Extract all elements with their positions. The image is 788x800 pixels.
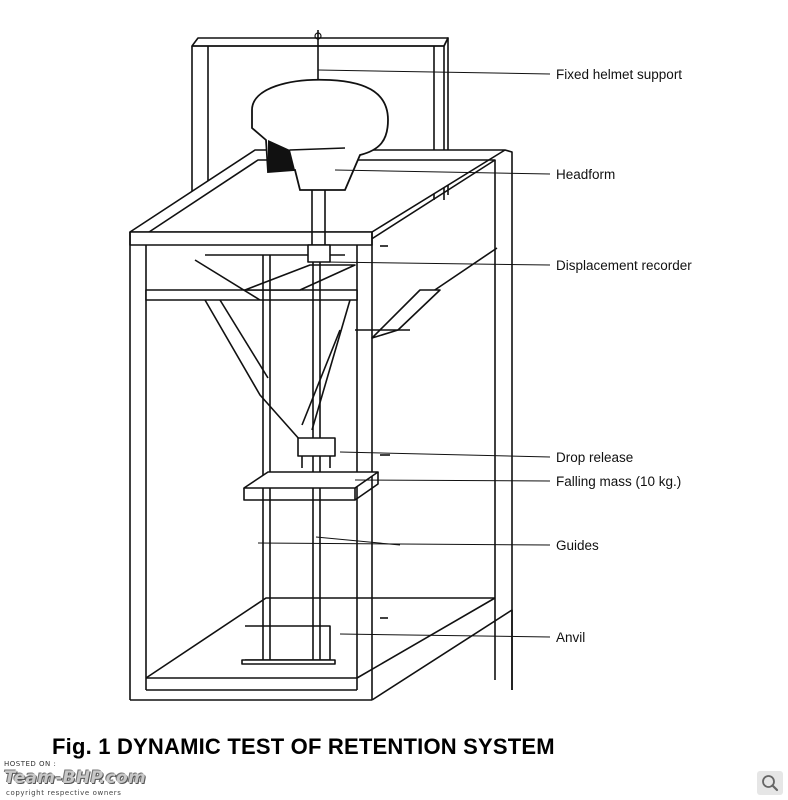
watermark-logo: Team-BHP.com — [4, 768, 146, 788]
zoom-button[interactable] — [757, 771, 783, 795]
label-drop-release: Drop release — [556, 450, 633, 465]
test-rig-frame — [129, 37, 513, 701]
watermark-copyright: copyright respective owners — [6, 789, 122, 797]
watermark: HOSTED ON : Team-BHP.com copyright respe… — [4, 760, 204, 800]
label-displacement-recorder: Displacement recorder — [556, 258, 692, 273]
label-headform: Headform — [556, 167, 615, 182]
magnifier-icon — [762, 775, 779, 792]
label-guides: Guides — [556, 538, 599, 553]
helmet-headform — [251, 30, 389, 191]
leader-lines — [257, 69, 551, 638]
watermark-hosted-on: HOSTED ON : — [4, 760, 57, 768]
figure-caption: Fig. 1 DYNAMIC TEST OF RETENTION SYSTEM — [52, 734, 555, 759]
label-falling-mass: Falling mass (10 kg.) — [556, 474, 681, 489]
label-anvil: Anvil — [556, 630, 585, 645]
label-fixed-helmet-support: Fixed helmet support — [556, 67, 682, 82]
